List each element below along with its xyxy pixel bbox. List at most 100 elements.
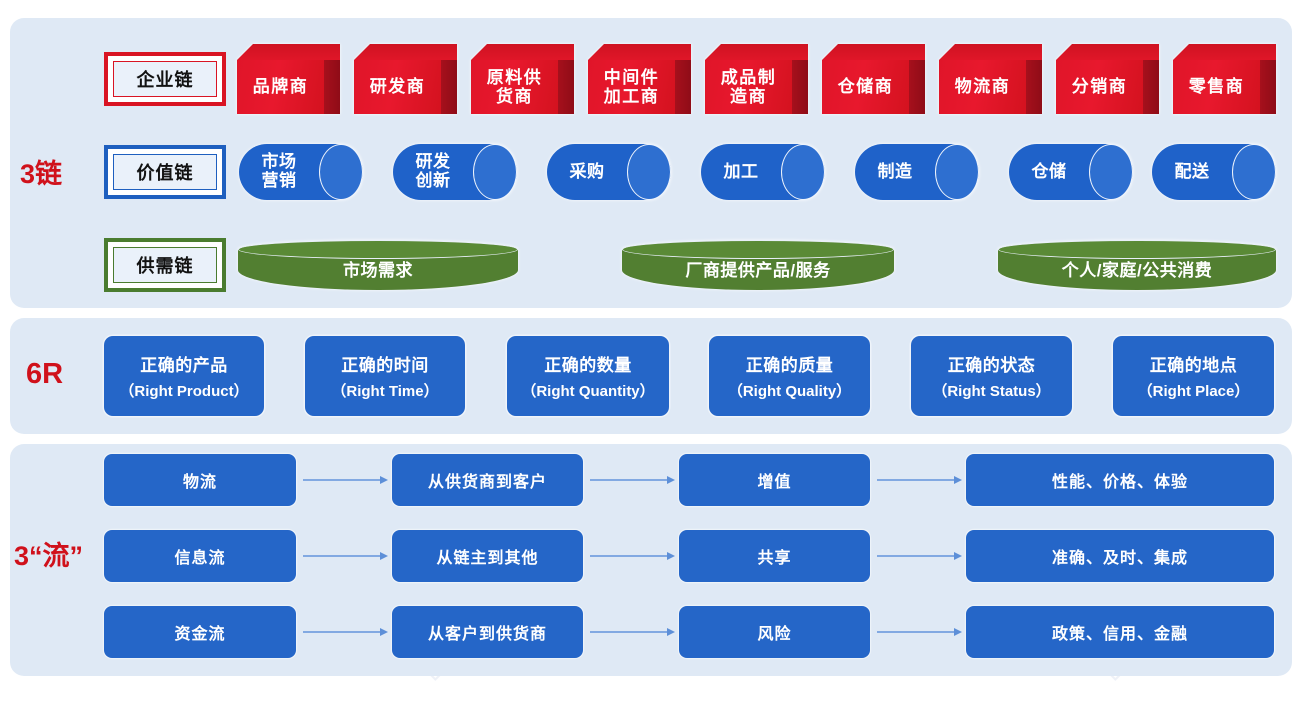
enterprise-node-box[interactable]: 原料供货商 bbox=[471, 44, 574, 114]
six-r-card[interactable]: 正确的地点 （Right Place） bbox=[1113, 336, 1274, 416]
cylinder-end-cap bbox=[1089, 144, 1133, 200]
cylinder-label: 采购 bbox=[569, 161, 605, 181]
value-chain-node[interactable]: 仓储 bbox=[1009, 144, 1133, 200]
disc-top-ellipse bbox=[238, 240, 518, 259]
enterprise-node-box[interactable]: 分销商 bbox=[1056, 44, 1159, 114]
enterprise-node-box[interactable]: 成品制造商 bbox=[705, 44, 808, 114]
flow-direction-card[interactable]: 从供货商到客户 bbox=[392, 454, 583, 506]
cylinder-end-cap bbox=[627, 144, 671, 200]
flow-attributes-card[interactable]: 准确、及时、集成 bbox=[966, 530, 1274, 582]
enterprise-node-box[interactable]: 研发商 bbox=[354, 44, 457, 114]
box-label: 品牌商 bbox=[252, 77, 309, 97]
disc-label: 个人/家庭/公共消费 bbox=[1061, 260, 1213, 280]
flow-arrow bbox=[877, 551, 962, 561]
box-top-face bbox=[588, 44, 691, 60]
box-side-face bbox=[324, 60, 340, 114]
enterprise-node-box[interactable]: 品牌商 bbox=[237, 44, 340, 114]
arrow-shaft bbox=[303, 479, 381, 481]
six-r-card-cn: 正确的质量 bbox=[745, 356, 834, 375]
value-chain-node[interactable]: 制造 bbox=[855, 144, 979, 200]
six-r-card-en: （Right Time） bbox=[331, 383, 439, 400]
box-side-face bbox=[558, 60, 574, 114]
disc-top-ellipse bbox=[622, 240, 894, 259]
value-chain-node[interactable]: 采购 bbox=[547, 144, 671, 200]
box-top-face bbox=[1056, 44, 1159, 60]
six-r-card[interactable]: 正确的状态 （Right Status） bbox=[911, 336, 1072, 416]
box-top-face bbox=[471, 44, 574, 60]
flow-arrow bbox=[590, 551, 675, 561]
arrow-head-icon bbox=[954, 628, 962, 636]
plate-inner-border bbox=[113, 61, 217, 97]
flow-direction-label: 从供货商到客户 bbox=[427, 474, 547, 491]
cylinder-label: 加工 bbox=[723, 161, 759, 181]
plate-value-chain: 价值链 bbox=[104, 145, 226, 199]
flow-arrow bbox=[303, 627, 388, 637]
flow-arrow bbox=[877, 475, 962, 485]
enterprise-node-box[interactable]: 中间件加工商 bbox=[588, 44, 691, 114]
box-side-face bbox=[675, 60, 691, 114]
value-chain-node[interactable]: 市场营销 bbox=[239, 144, 363, 200]
plate-enterprise-chain: 企业链 bbox=[104, 52, 226, 106]
disc-label: 市场需求 bbox=[343, 260, 413, 280]
box-label: 零售商 bbox=[1188, 77, 1245, 97]
flow-name-card[interactable]: 物流 bbox=[104, 454, 296, 506]
box-label: 分销商 bbox=[1071, 77, 1128, 97]
cylinder-end-cap bbox=[781, 144, 825, 200]
box-front-face: 分销商 bbox=[1056, 60, 1143, 114]
six-r-card-en: （Right Place） bbox=[1137, 383, 1250, 400]
flow-direction-card[interactable]: 从链主到其他 bbox=[392, 530, 583, 582]
supply-demand-node[interactable]: 个人/家庭/公共消费 bbox=[998, 240, 1276, 290]
arrow-shaft bbox=[303, 555, 381, 557]
enterprise-node-box[interactable]: 零售商 bbox=[1173, 44, 1276, 114]
flow-focus-label: 共享 bbox=[757, 550, 792, 567]
box-side-face bbox=[441, 60, 457, 114]
enterprise-node-box[interactable]: 物流商 bbox=[939, 44, 1042, 114]
flow-arrow bbox=[303, 475, 388, 485]
section-caption-three-chains: 3链 bbox=[20, 159, 63, 189]
flow-focus-card[interactable]: 共享 bbox=[679, 530, 870, 582]
arrow-head-icon bbox=[667, 552, 675, 560]
plate-inner-border bbox=[113, 154, 217, 190]
arrow-shaft bbox=[877, 555, 955, 557]
flow-attributes-label: 性能、价格、体验 bbox=[1051, 474, 1188, 491]
plate-label: 供需链 bbox=[136, 256, 194, 276]
box-top-face bbox=[822, 44, 925, 60]
flow-name-card[interactable]: 资金流 bbox=[104, 606, 296, 658]
value-chain-node[interactable]: 研发创新 bbox=[393, 144, 517, 200]
six-r-card[interactable]: 正确的产品 （Right Product） bbox=[104, 336, 264, 416]
flow-focus-card[interactable]: 增值 bbox=[679, 454, 870, 506]
supply-demand-node[interactable]: 厂商提供产品/服务 bbox=[622, 240, 894, 290]
box-label: 中间件加工商 bbox=[603, 67, 660, 106]
box-label: 原料供货商 bbox=[486, 67, 543, 106]
six-r-card[interactable]: 正确的数量 （Right Quantity） bbox=[507, 336, 669, 416]
flow-attributes-label: 政策、信用、金融 bbox=[1051, 626, 1188, 643]
arrow-head-icon bbox=[954, 476, 962, 484]
six-r-card-en: （Right Quality） bbox=[727, 383, 852, 400]
six-r-card[interactable]: 正确的质量 （Right Quality） bbox=[709, 336, 870, 416]
arrow-shaft bbox=[590, 631, 668, 633]
box-side-face bbox=[792, 60, 808, 114]
six-r-card-cn: 正确的时间 bbox=[341, 356, 429, 375]
flow-attributes-card[interactable]: 性能、价格、体验 bbox=[966, 454, 1274, 506]
flow-focus-card[interactable]: 风险 bbox=[679, 606, 870, 658]
box-side-face bbox=[1143, 60, 1159, 114]
section-caption-six-r: 6R bbox=[26, 358, 64, 390]
value-chain-node[interactable]: 配送 bbox=[1152, 144, 1276, 200]
six-r-card-en: （Right Quantity） bbox=[521, 383, 655, 400]
supply-demand-node[interactable]: 市场需求 bbox=[238, 240, 518, 290]
value-chain-node[interactable]: 加工 bbox=[701, 144, 825, 200]
flow-name-label: 物流 bbox=[182, 474, 217, 491]
arrow-head-icon bbox=[954, 552, 962, 560]
disc-top-ellipse bbox=[998, 240, 1276, 259]
flow-direction-label: 从客户到供货商 bbox=[427, 626, 547, 643]
six-r-card-cn: 正确的地点 bbox=[1149, 356, 1238, 375]
flow-direction-label: 从链主到其他 bbox=[436, 550, 539, 567]
box-top-face bbox=[939, 44, 1042, 60]
flow-direction-card[interactable]: 从客户到供货商 bbox=[392, 606, 583, 658]
arrow-shaft bbox=[590, 555, 668, 557]
flow-name-card[interactable]: 信息流 bbox=[104, 530, 296, 582]
enterprise-node-box[interactable]: 仓储商 bbox=[822, 44, 925, 114]
six-r-card[interactable]: 正确的时间 （Right Time） bbox=[305, 336, 465, 416]
flow-attributes-card[interactable]: 政策、信用、金融 bbox=[966, 606, 1274, 658]
plate-label: 价值链 bbox=[136, 163, 194, 183]
